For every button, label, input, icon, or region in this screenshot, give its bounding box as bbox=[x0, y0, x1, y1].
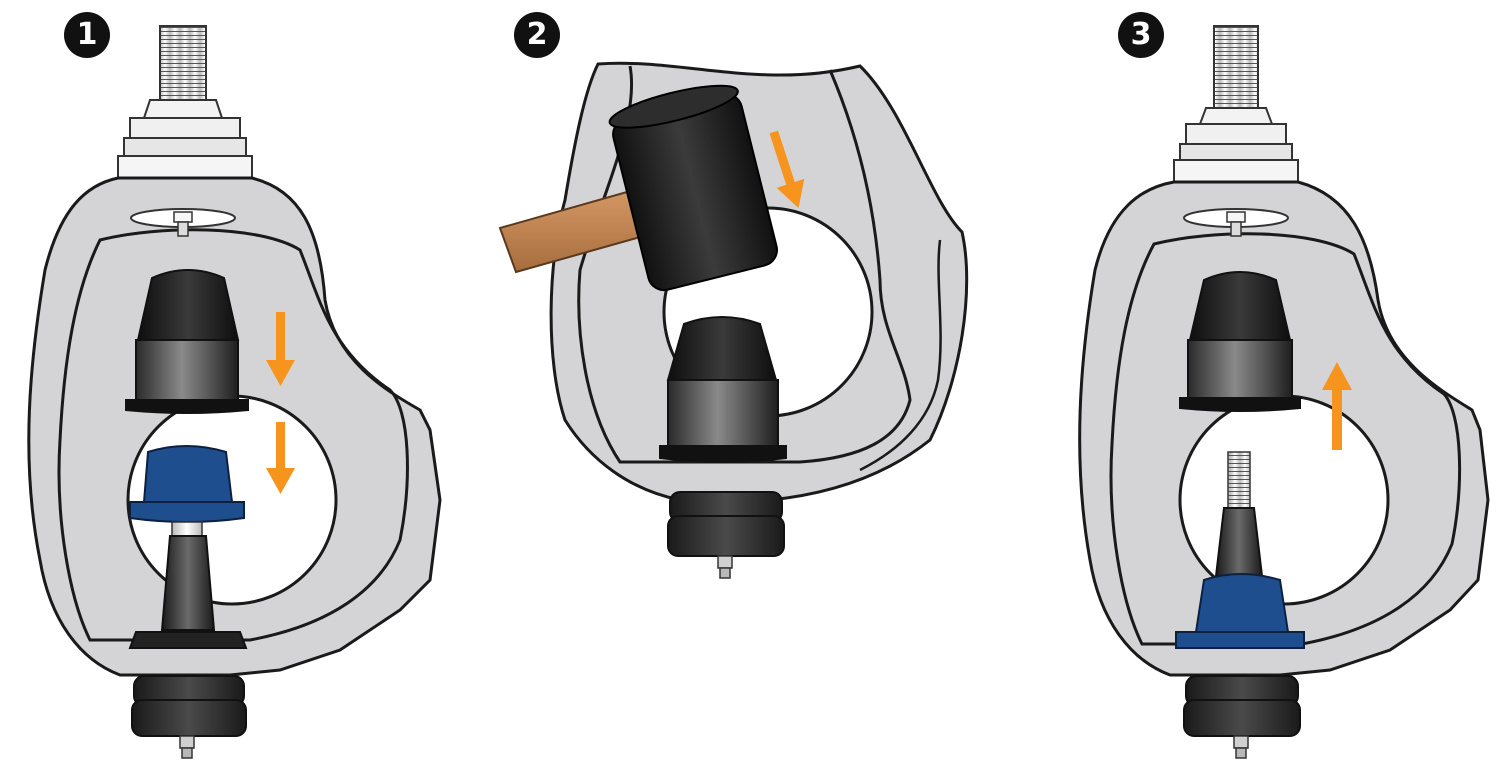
arrow-down-icon bbox=[769, 130, 805, 209]
hammer-icon bbox=[498, 84, 778, 292]
lower-boot-2 bbox=[667, 491, 785, 579]
press-cup-3 bbox=[1179, 271, 1301, 412]
step-2-illustration bbox=[498, 61, 969, 579]
step-3-illustration bbox=[1078, 25, 1490, 759]
step-2-badge: 2 bbox=[514, 12, 560, 58]
ball-joint-1 bbox=[129, 445, 245, 631]
arrow-up-icon bbox=[1322, 362, 1352, 450]
lower-boot-3 bbox=[1183, 675, 1301, 759]
step-3-badge: 3 bbox=[1118, 12, 1164, 58]
ball-joint-3 bbox=[1175, 451, 1305, 649]
step-1-badge: 1 bbox=[64, 12, 110, 58]
arrow-down-icon bbox=[266, 312, 295, 386]
press-cup-1 bbox=[125, 269, 249, 414]
lower-boot-1 bbox=[131, 675, 247, 759]
press-cup-2 bbox=[659, 316, 787, 463]
upper-thread bbox=[159, 25, 207, 101]
arrow-down-icon bbox=[266, 422, 295, 494]
step-1-illustration bbox=[27, 25, 442, 759]
